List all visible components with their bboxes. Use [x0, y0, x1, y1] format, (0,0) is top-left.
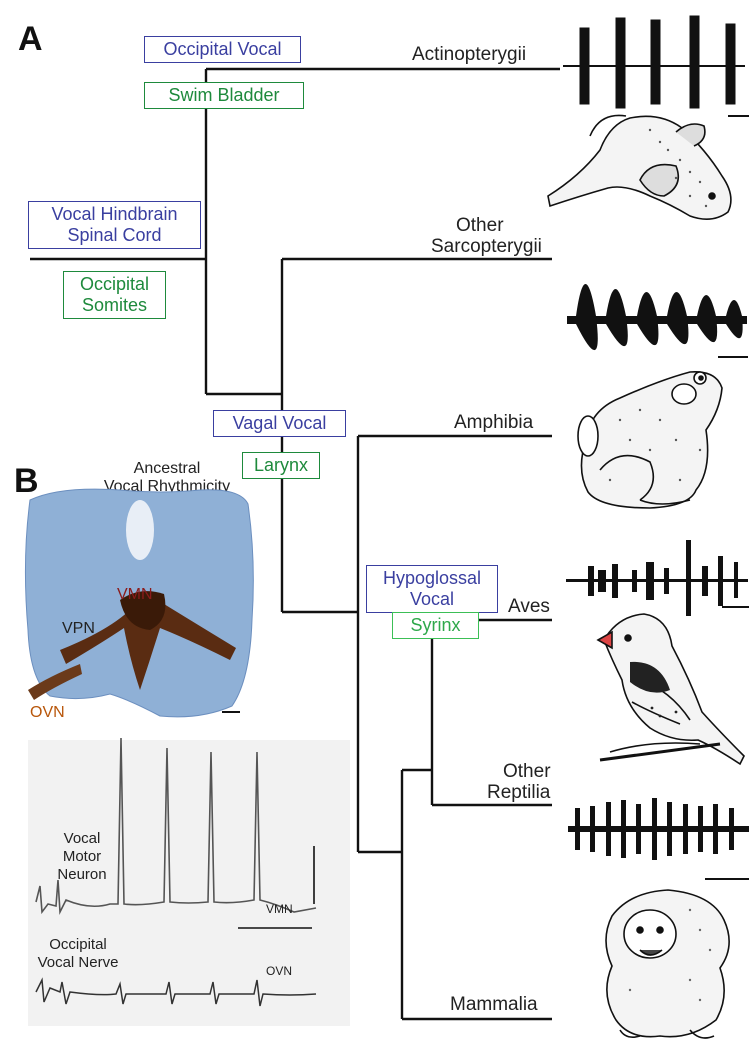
vocal-motor-neuron-line1: Vocal	[46, 830, 118, 848]
vocal-motor-neuron-line2: Motor	[46, 848, 118, 866]
occipital-vocal-nerve-line1: Occipital	[26, 936, 130, 954]
trace-label-vmn: VMN	[266, 900, 293, 918]
label-occipital-vocal-nerve: Occipital Vocal Nerve	[26, 936, 130, 972]
vocal-motor-neuron-line3: Neuron	[46, 866, 118, 884]
label-vocal-motor-neuron: Vocal Motor Neuron	[46, 830, 118, 884]
occipital-vocal-nerve-line2: Vocal Nerve	[26, 954, 130, 972]
trace-label-ovn: OVN	[266, 962, 292, 980]
